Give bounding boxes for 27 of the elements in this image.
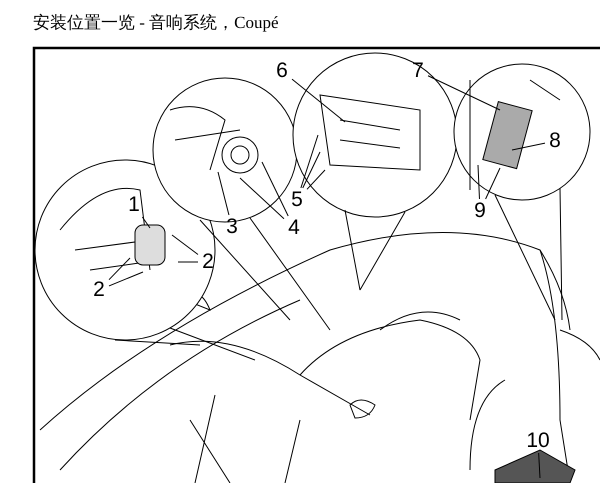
callout-number: 1: [126, 194, 142, 216]
callout-number: 2: [200, 251, 216, 273]
callout-number: 2: [91, 279, 107, 301]
leader-line: [302, 152, 320, 188]
leader-line: [538, 452, 540, 478]
leader-line: [108, 258, 130, 280]
callout-number: 10: [524, 430, 552, 452]
leader-line: [240, 178, 284, 220]
leader-line: [262, 162, 289, 216]
leader-line: [306, 170, 326, 190]
callout-number: 9: [472, 200, 488, 222]
callout-number: 4: [286, 217, 302, 239]
callout-number: 3: [224, 216, 240, 238]
leader-line: [300, 134, 318, 188]
leader-line: [292, 78, 346, 122]
leader-line: [512, 142, 546, 150]
leader-line: [478, 164, 480, 200]
callout-number: 6: [274, 60, 290, 82]
leader-line: [485, 168, 500, 200]
page-title: 安装位置一览 - 音响系统，Coupé: [33, 12, 279, 34]
leader-line: [428, 75, 500, 110]
callout-number: 5: [289, 189, 305, 211]
leader-line: [172, 234, 198, 255]
leader-line: [142, 216, 150, 228]
callout-number: 8: [547, 130, 563, 152]
leader-line: [108, 272, 144, 286]
leader-line: [218, 172, 230, 216]
